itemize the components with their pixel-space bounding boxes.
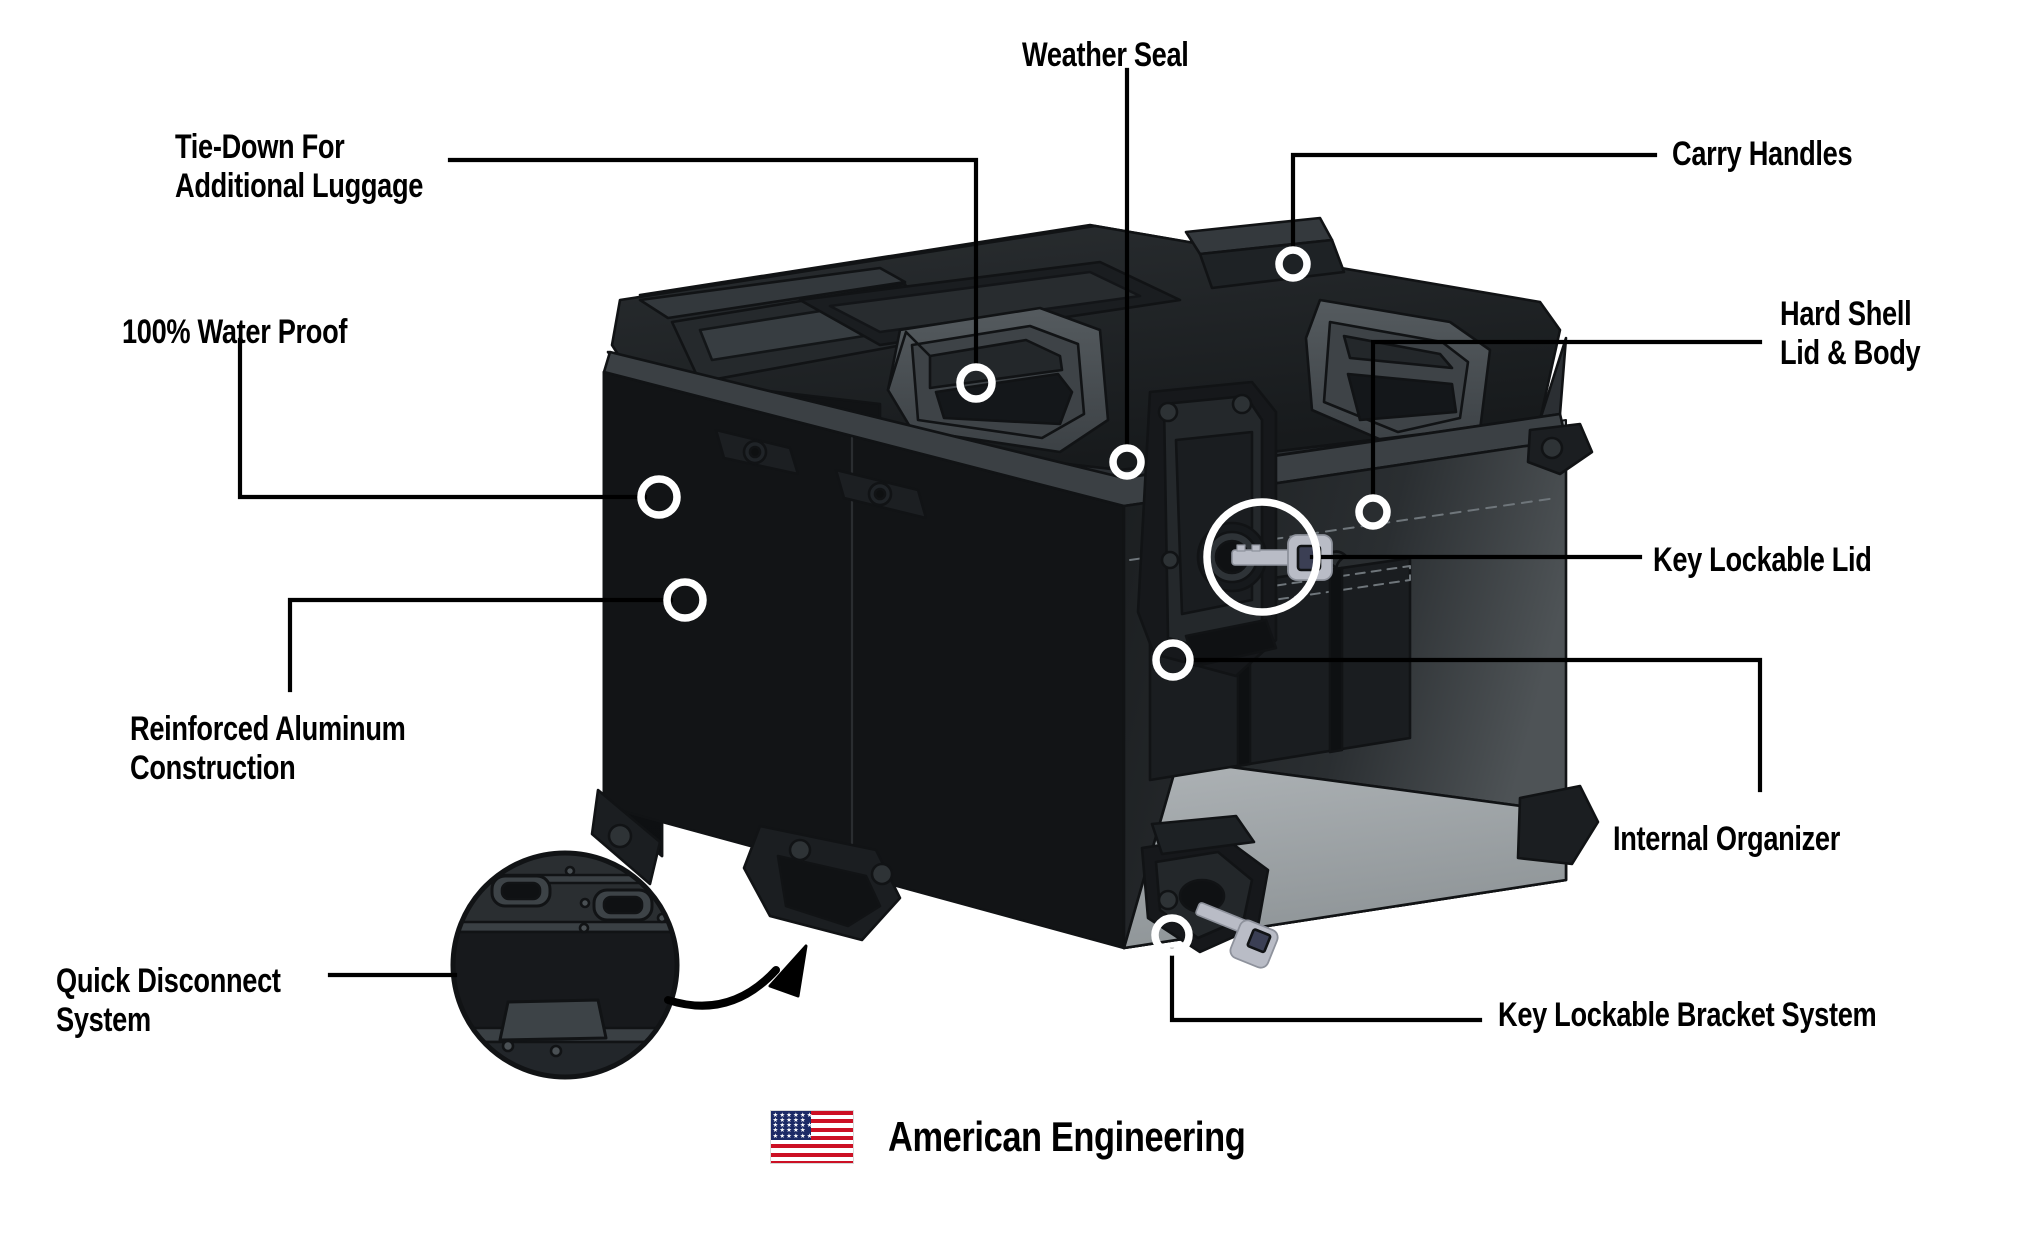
callout-label-key-lockable-bracket[interactable]: Key Lockable Bracket System — [1498, 996, 1877, 1034]
footer-badge: ★★★★★★ ★★★★★ ★★★★★★ ★★★★★ ★★★★★★ America… — [770, 1110, 1324, 1164]
foot-front-left-bolt2 — [870, 862, 894, 886]
carry-handle-rear-loop-face — [1198, 238, 1346, 290]
leader-carry-handles — [1290, 152, 1658, 253]
leader-internal-organizer — [1184, 657, 1763, 793]
callout-markers — [637, 246, 1391, 956]
leader-tie-down — [447, 157, 979, 369]
latch-bolt-bottom — [1160, 550, 1180, 570]
marker-key-lockable-lid — [1203, 498, 1321, 616]
callout-label-tie-down[interactable]: Tie-Down For Additional Luggage — [175, 128, 424, 206]
foot-right — [1516, 784, 1600, 866]
marker-water-proof — [637, 475, 681, 519]
detail-arrow-curve — [664, 966, 780, 1010]
rim-right-bolt — [1540, 436, 1564, 460]
quick-disconnect-detail — [450, 850, 680, 1080]
marker-carry-handles — [1275, 246, 1311, 282]
key-bracket-icon — [1195, 902, 1279, 969]
latch-screw-mid-hole — [873, 487, 887, 501]
usa-flag-icon: ★★★★★★ ★★★★★ ★★★★★★ ★★★★★ ★★★★★★ — [770, 1110, 854, 1164]
footer-text: American Engineering — [888, 1113, 1246, 1160]
latch-screw-left-hole — [748, 445, 762, 459]
callout-label-weather-seal[interactable]: Weather Seal — [1022, 36, 1189, 74]
marker-weather-seal — [1109, 444, 1145, 480]
latch-bolt-top — [1157, 401, 1179, 423]
callout-label-internal-organizer[interactable]: Internal Organizer — [1613, 820, 1841, 858]
carry-handle-left-grip — [934, 372, 1074, 426]
leader-water-proof — [237, 337, 648, 500]
callout-label-carry-handles[interactable]: Carry Handles — [1672, 135, 1853, 173]
callout-label-reinforced-aluminum[interactable]: Reinforced Aluminum Construction — [130, 710, 406, 788]
callout-label-quick-disconnect[interactable]: Quick Disconnect System — [56, 962, 281, 1040]
leader-reinforced-aluminum — [287, 597, 674, 693]
foot-front-left-bolt — [788, 838, 812, 862]
leader-key-lockable-bracket — [1169, 947, 1483, 1023]
marker-internal-organizer — [1152, 639, 1194, 681]
bracket-lock-barrel — [1178, 878, 1226, 914]
foot-front-left-inner — [776, 854, 882, 928]
bracket-top-tab — [1150, 814, 1256, 856]
carry-handle-left-facet — [886, 330, 932, 392]
marker-reinforced-aluminum — [663, 578, 707, 622]
callout-label-key-lockable-lid[interactable]: Key Lockable Lid — [1653, 541, 1872, 579]
foot-left-rear-bolt — [607, 823, 633, 849]
leader-hard-shell — [1370, 339, 1763, 501]
marker-key-lockable-bracket — [1151, 914, 1193, 956]
lid-rail-left — [638, 266, 907, 320]
callout-label-hard-shell[interactable]: Hard Shell Lid & Body — [1780, 295, 1921, 373]
flag-stars: ★★★★★★ ★★★★★ ★★★★★★ ★★★★★ ★★★★★★ — [772, 1110, 814, 1140]
bracket-screw — [1157, 889, 1179, 911]
latch-bolt-top-right — [1231, 393, 1253, 415]
lid-center-inset — [828, 270, 1142, 334]
callout-label-water-proof[interactable]: 100% Water Proof — [122, 313, 348, 351]
marker-tie-down — [956, 363, 996, 403]
detail-arrow-head — [768, 944, 808, 998]
marker-hard-shell — [1355, 494, 1391, 530]
